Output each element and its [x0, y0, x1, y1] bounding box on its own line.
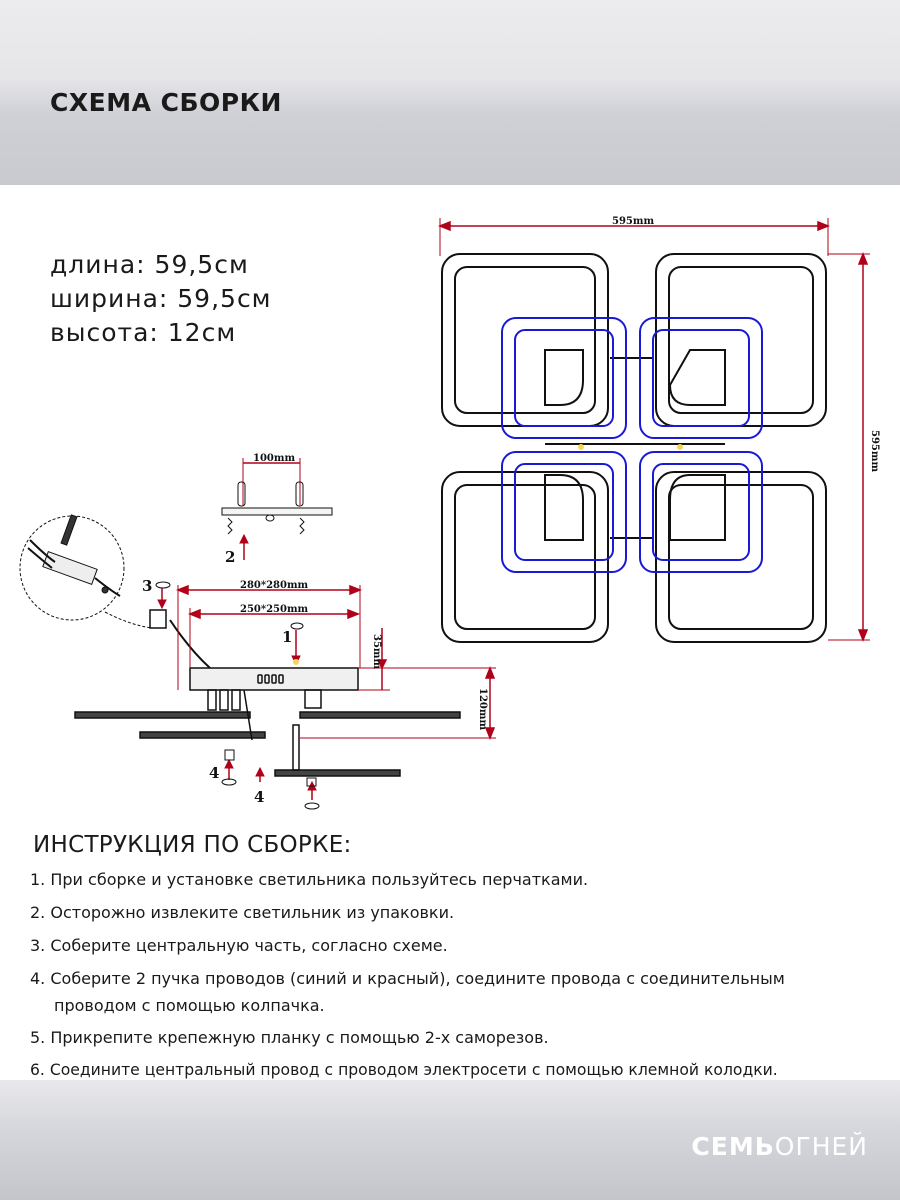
side-view	[74, 609, 461, 777]
instructions-title: ИНСТРУКЦИЯ ПО СБОРКЕ:	[33, 832, 352, 858]
top-width-dimension	[437, 218, 831, 256]
inner-base-label: 250*250mm	[240, 604, 309, 615]
assembly-diagram: 595mm 595mm 100mm 2	[19, 216, 880, 810]
inner-blue-rings	[501, 317, 763, 573]
step-6: 6. Соедините центральный провод с провод…	[30, 1061, 778, 1079]
step-1: 1. При сборке и установке светильника по…	[30, 870, 589, 889]
arrow-2	[239, 533, 249, 560]
brand-light: ОГНЕЙ	[774, 1132, 868, 1161]
step-5: 5. Прикрепите крепежную планку с помощью…	[30, 1028, 549, 1047]
arrow-3	[157, 588, 167, 610]
arrow-1	[291, 630, 301, 666]
total-height-label: 120mm	[477, 688, 488, 730]
wire-detail	[19, 514, 153, 629]
bracket-label: 100mm	[253, 453, 295, 464]
step-3: 3. Соберите центральную часть, согласно …	[30, 936, 448, 955]
top-height-dimension	[828, 251, 870, 643]
footer-banner	[0, 1080, 900, 1200]
outer-base-label: 280*280mm	[240, 580, 309, 591]
page-title: СХЕМА СБОРКИ	[50, 88, 282, 117]
arrow-4	[224, 758, 317, 800]
dimension-height: высота: 12см	[50, 318, 237, 347]
mounting-bracket	[221, 458, 333, 535]
step-4-continued: проводом с помощью колпачка.	[54, 996, 325, 1015]
brand-logo: СЕМЬОГНЕЙ	[691, 1132, 868, 1161]
base-height-label: 35mm	[371, 634, 382, 669]
header-banner	[0, 0, 900, 185]
marker-2: 2	[225, 548, 235, 566]
dimension-length: длина: 59,5см	[50, 250, 249, 279]
base-dimensions	[175, 584, 496, 741]
top-width-label: 595mm	[612, 216, 654, 227]
step-4: 4. Соберите 2 пучка проводов (синий и кр…	[30, 969, 785, 988]
brand-bold: СЕМЬ	[691, 1132, 775, 1161]
marker-4a: 4	[209, 764, 219, 782]
step-2: 2. Осторожно извлеките светильник из упа…	[30, 903, 455, 922]
marker-3: 3	[142, 577, 152, 595]
top-view	[441, 253, 827, 643]
dimensions-list: длина: 59,5см ширина: 59,5см высота: 12с…	[50, 248, 272, 350]
dimension-width: ширина: 59,5см	[50, 284, 272, 313]
marker-1: 1	[282, 628, 292, 646]
marker-4b: 4	[254, 788, 264, 806]
top-height-label: 595mm	[869, 430, 880, 472]
